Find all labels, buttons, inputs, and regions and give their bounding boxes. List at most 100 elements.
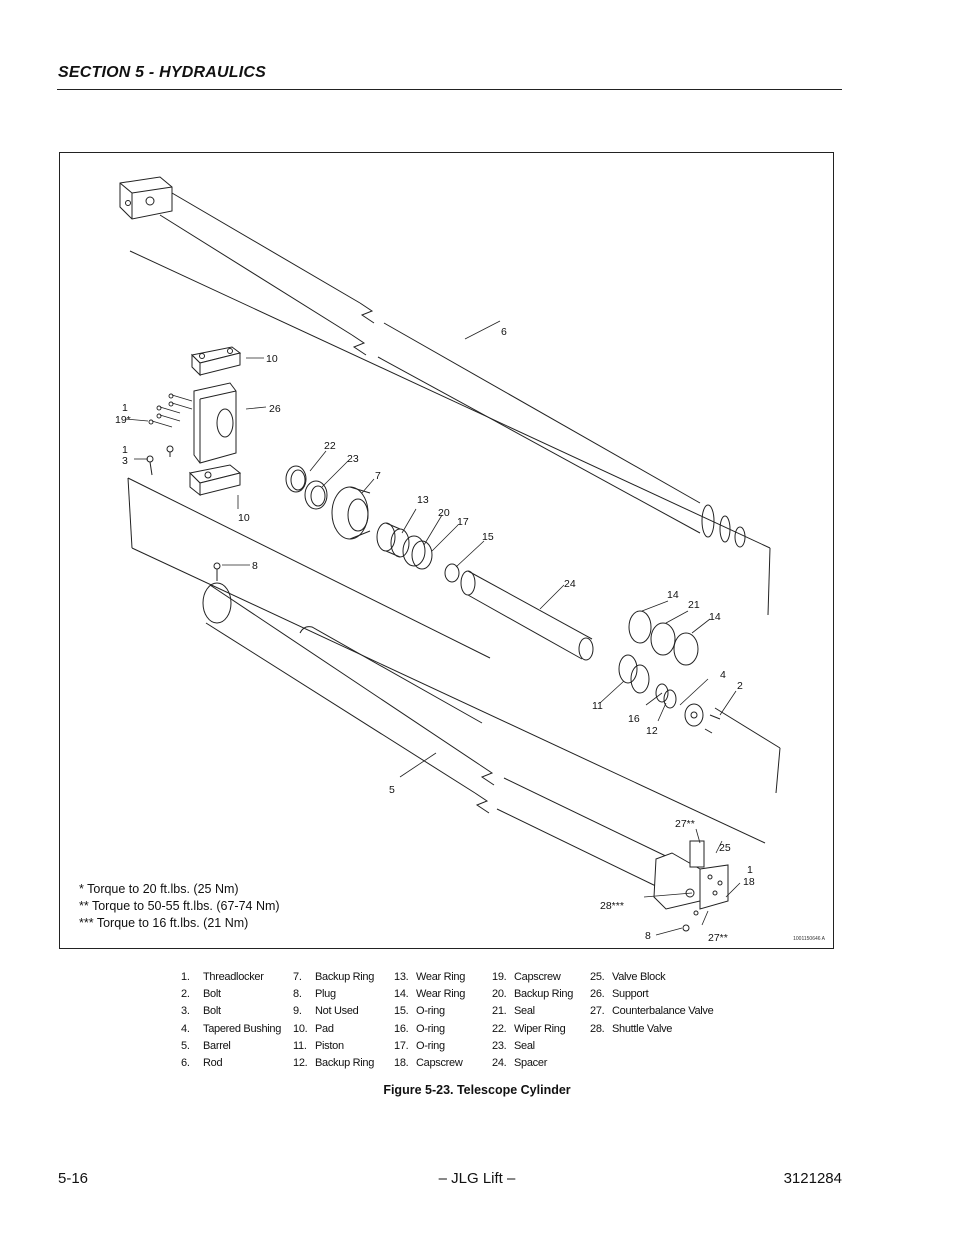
callout-18: 18	[743, 876, 755, 888]
legend-item: Spacer	[514, 1057, 548, 1070]
legend-item: Valve Block	[612, 971, 666, 983]
legend-item: O-ring	[416, 1039, 445, 1052]
cylinder-drawing: 6 10 26 10 1 19* 1 3 22 23 7 13 20 17 15…	[115, 176, 781, 944]
callout-14-b: 14	[709, 611, 721, 623]
callout-24: 24	[564, 578, 576, 590]
legend-num: 27.	[590, 1005, 605, 1018]
callout-14-a: 14	[667, 589, 679, 601]
legend-num: 22.	[492, 1022, 507, 1035]
legend-num: 11.	[293, 1039, 307, 1052]
legend-item: Capscrew	[514, 971, 561, 983]
legend-item: Bolt	[203, 1005, 221, 1018]
callout-4: 4	[720, 669, 726, 681]
footer-center: – JLG Lift –	[438, 1170, 516, 1187]
callout-27-top: 27**	[675, 818, 695, 830]
legend-num: 25.	[590, 971, 605, 983]
legend-num: 3.	[181, 1005, 190, 1018]
callout-6: 6	[501, 326, 507, 338]
rod-drawing	[119, 176, 746, 548]
legend-item: Rod	[203, 1057, 223, 1070]
callout-12: 12	[646, 725, 658, 737]
callout-10-top: 10	[266, 353, 278, 365]
legend-item: Plug	[315, 988, 336, 1001]
torque-notes: * Torque to 20 ft.lbs. (25 Nm) ** Torque…	[79, 881, 280, 932]
legend-num: 21.	[492, 1005, 507, 1018]
legend-item: O-ring	[416, 1022, 445, 1035]
legend-column-5: 25. Valve Block 26. Support 27. Counterbala…	[590, 969, 714, 1038]
legend-item: Shuttle Valve	[612, 1022, 673, 1035]
legend-num: 20.	[492, 988, 507, 1001]
legend-item: Bolt	[203, 988, 221, 1001]
legend-item: Seal	[514, 1039, 535, 1052]
legend-num: 10.	[293, 1022, 308, 1035]
legend-item: Backup Ring	[514, 988, 574, 1001]
callout-25: 25	[719, 842, 731, 854]
callout-16: 16	[628, 713, 640, 725]
legend-item: Wear Ring	[416, 988, 466, 1001]
callout-7: 7	[375, 470, 381, 482]
legend-num: 15.	[394, 1005, 409, 1018]
legend-num: 7.	[293, 971, 302, 983]
callout-19: 19*	[115, 414, 131, 426]
legend-num: 24.	[492, 1057, 507, 1070]
header-rule	[57, 89, 842, 90]
callout-26: 26	[269, 403, 281, 415]
legend-item: Not Used	[315, 1005, 359, 1018]
callout-28: 28***	[600, 900, 624, 912]
legend-num: 1.	[181, 971, 190, 983]
support-drawing	[146, 346, 242, 497]
legend-num: 2.	[181, 988, 190, 1001]
legend-item: Tapered Bushing	[203, 1022, 282, 1035]
rings-drawing	[285, 465, 721, 734]
torque-note: *** Torque to 16 ft.lbs. (21 Nm)	[79, 916, 249, 930]
callout-8-bottom: 8	[645, 930, 651, 942]
legend-num: 6.	[181, 1057, 190, 1070]
legend-item: Backup Ring	[315, 1057, 375, 1070]
legend-num: 26.	[590, 988, 605, 1001]
legend-item: Backup Ring	[315, 971, 375, 983]
legend-num: 23.	[492, 1039, 507, 1052]
legend-num: 8.	[293, 988, 302, 1001]
figure-id: 1001150646 A	[793, 936, 825, 942]
callout-1-b: 1	[122, 444, 128, 456]
callout-22: 22	[324, 440, 336, 452]
legend-column-2: 7.Backup Ring 8.Plug 9.Not Used 10.Pad 1…	[293, 969, 374, 1072]
callout-17: 17	[457, 516, 469, 528]
legend-num: 5.	[181, 1039, 190, 1052]
legend-num: 14.	[394, 988, 409, 1001]
legend-item: Wiper Ring	[514, 1022, 566, 1035]
exploded-view-figure: 6 10 26 10 1 19* 1 3 22 23 7 13 20 17 15…	[59, 152, 834, 949]
callout-23: 23	[347, 453, 359, 465]
legend-item: Counterbalance Valve	[612, 1005, 714, 1018]
legend-num: 28.	[590, 1022, 605, 1035]
legend-column-3: 13.Wear Ring 14.Wear Ring 15.O-ring 16.O…	[394, 969, 465, 1072]
legend-num: 18.	[394, 1057, 409, 1070]
legend-num: 19.	[492, 971, 507, 983]
legend-item: Seal	[514, 1005, 535, 1018]
legend-item: Support	[612, 988, 649, 1001]
legend-item: Threadlocker	[203, 971, 264, 983]
section-title: SECTION 5 - HYDRAULICS	[58, 64, 266, 81]
legend-num: 17.	[394, 1039, 409, 1052]
legend-num: 13.	[394, 971, 409, 983]
legend-item: O-ring	[416, 1005, 445, 1018]
callout-13: 13	[417, 494, 429, 506]
callout-27-bottom: 27**	[708, 932, 728, 944]
doc-number: 3121284	[783, 1170, 842, 1187]
callout-3: 3	[122, 455, 128, 467]
legend-item: Piston	[315, 1039, 344, 1052]
legend-column-4: 19. Capscrew 20. Backup Ring 21. Seal 22. Wi…	[492, 969, 573, 1072]
legend-item: Barrel	[203, 1039, 231, 1052]
callout-1-a: 1	[122, 402, 128, 414]
callout-leaders	[125, 320, 741, 936]
torque-note: ** Torque to 50-55 ft.lbs. (67-74 Nm)	[79, 899, 280, 913]
callout-20: 20	[438, 507, 450, 519]
callout-21: 21	[688, 599, 700, 611]
callout-15: 15	[482, 531, 494, 543]
callout-2: 2	[737, 680, 743, 692]
torque-note: * Torque to 20 ft.lbs. (25 Nm)	[79, 882, 239, 896]
legend-num: 12.	[293, 1057, 308, 1070]
callout-1-c: 1	[747, 864, 753, 876]
legend-item: Capscrew	[416, 1057, 463, 1070]
callout-10-bottom: 10	[238, 512, 250, 524]
